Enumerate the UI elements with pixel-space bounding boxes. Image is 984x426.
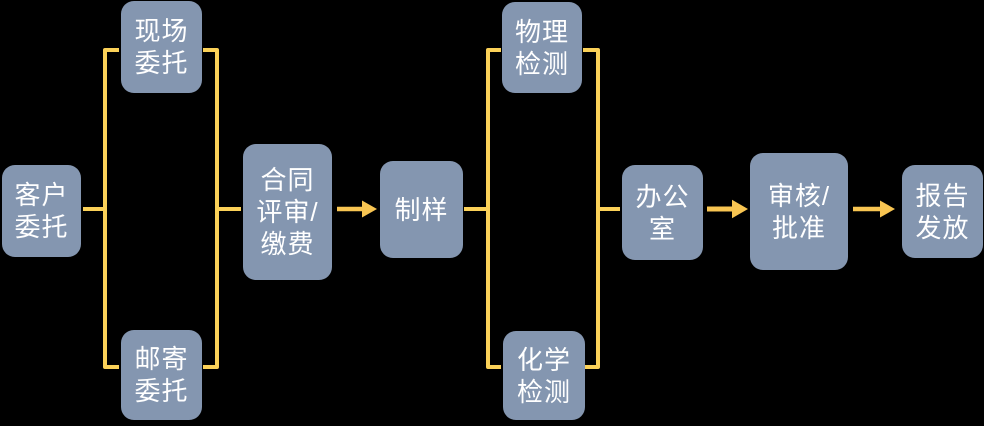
node-label-line: 委托	[14, 212, 69, 242]
node-report-issuance: 报告 发放	[902, 165, 983, 258]
node-label-line: 邮寄	[134, 344, 189, 374]
node-label-line: 委托	[134, 376, 189, 406]
node-label-line: 合同	[260, 165, 315, 195]
node-label-line: 办公	[635, 181, 690, 212]
node-sample-preparation: 制样	[380, 161, 463, 258]
node-label-line: 委托	[134, 48, 189, 78]
node-mail-commission: 邮寄 委托	[121, 330, 202, 420]
node-label-line: 检测	[516, 376, 571, 407]
node-physical-testing: 物理 检测	[502, 2, 582, 93]
merge-bracket-right-2	[583, 48, 600, 369]
arrow-review-to-report	[853, 200, 895, 218]
node-label-line: 室	[648, 213, 676, 244]
split-bracket-left-2	[486, 48, 501, 369]
node-office: 办公 室	[622, 165, 703, 260]
node-label-line: 缴费	[260, 229, 315, 259]
node-label-line: 客户	[14, 180, 69, 210]
node-customer-commission: 客户 委托	[2, 165, 81, 257]
arrow-contract-to-sample	[337, 200, 377, 218]
node-label-line: 评审/	[256, 197, 319, 227]
node-review-approval: 审核/ 批准	[750, 153, 848, 270]
node-label-line: 审核/	[767, 180, 831, 211]
arrow-office-to-review	[707, 199, 748, 219]
node-label-line: 制样	[394, 194, 449, 225]
node-onsite-commission: 现场 委托	[121, 1, 202, 93]
node-label-line: 检测	[514, 48, 569, 79]
node-label-line: 报告	[915, 180, 970, 211]
node-chemical-testing: 化学 检测	[503, 331, 585, 420]
node-label-line: 化学	[516, 344, 571, 375]
merge-bracket-right-1	[203, 48, 219, 369]
node-label-line: 批准	[771, 212, 826, 243]
node-contract-review-payment: 合同 评审/ 缴费	[243, 144, 332, 280]
node-label-line: 现场	[134, 16, 189, 46]
node-label-line: 发放	[915, 212, 970, 243]
node-label-line: 物理	[514, 16, 569, 47]
split-bracket-left-1	[103, 48, 119, 369]
